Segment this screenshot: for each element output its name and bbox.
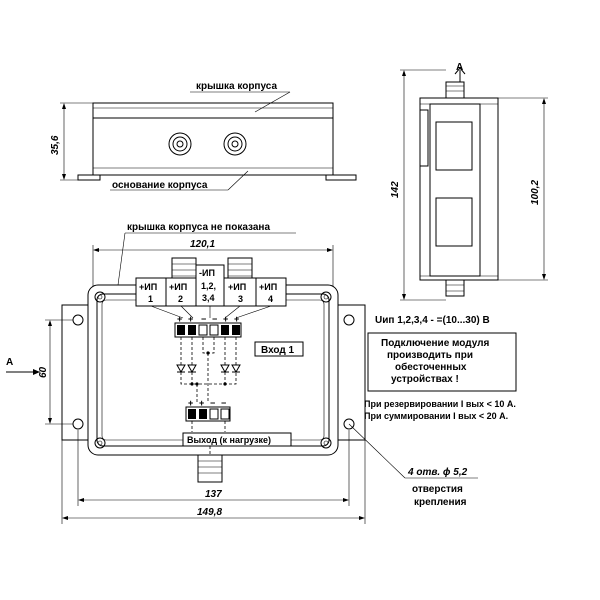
terminal-table: +ИП 1 +ИП 2 -ИП 1,2, 3,4 +ИП 3 +ИП 4 — [135, 264, 287, 319]
terminal-5-line2: 4 — [268, 294, 273, 304]
label-base: основание корпуса — [112, 180, 208, 191]
view-a-label: A — [456, 62, 463, 73]
voltage-note: Uип 1,2,3,4 - =(10...30) В — [375, 315, 490, 326]
svg-text:+: + — [188, 314, 193, 324]
view-a-front: A — [6, 357, 13, 368]
label-holes-note-2: крепления — [414, 497, 467, 508]
body-outer — [87, 284, 339, 456]
notes: Uип 1,2,3,4 - =(10...30) В Подключение м… — [364, 315, 517, 421]
dim-height-side: 35,6 — [50, 135, 61, 155]
terminal-1-line1: +ИП — [139, 282, 157, 292]
svg-text:−: − — [201, 314, 206, 324]
svg-text:+: + — [188, 398, 193, 408]
terminal-4-line2: 3 — [238, 294, 243, 304]
terminal-5-line1: +ИП — [259, 282, 277, 292]
svg-text:+: + — [177, 314, 182, 324]
terminal-2-line2: 2 — [178, 294, 183, 304]
terminal-2-line1: +ИП — [169, 282, 187, 292]
warning-line-4: устройствах ! — [391, 374, 459, 385]
svg-text:+: + — [223, 314, 228, 324]
label-input1: Вход 1 — [261, 345, 295, 356]
terminal-1-line2: 1 — [148, 294, 153, 304]
dim-height-right: 142 — [390, 181, 401, 198]
label-output: Выход (к нагрузке) — [187, 435, 271, 445]
gland-1 — [168, 132, 192, 156]
warning-line-1: Подключение модуля — [381, 338, 490, 349]
dim-height-front: 60 — [38, 366, 49, 378]
dim-width-total: 149,8 — [197, 507, 222, 518]
svg-text:−: − — [221, 398, 226, 408]
warning-box — [367, 332, 517, 392]
label-cover: крышка корпуса — [196, 81, 277, 92]
label-cover-not-shown: крышка корпуса не показана — [127, 222, 270, 233]
end-view: A 142 100,2 — [390, 62, 548, 301]
side-body — [92, 102, 334, 176]
dim-width-mid: 137 — [205, 489, 222, 500]
input-terminal-block: + + − − + + — [174, 314, 242, 338]
front-gland-bottom — [197, 454, 223, 483]
warning-line-2: производить при — [387, 350, 473, 361]
side-view: 35,6 крышка корпуса основание корпуса — [50, 81, 357, 191]
terminal-3-line1: -ИП — [199, 268, 215, 278]
output-terminal-block: + + − − — [185, 398, 231, 422]
dim-width-top: 120,1 — [190, 239, 215, 250]
gland-2 — [223, 132, 247, 156]
label-holes-note-1: отверстия — [412, 484, 463, 495]
terminal-3-line2: 1,2, — [201, 281, 216, 291]
svg-text:−: − — [212, 314, 217, 324]
terminal-4-line1: +ИП — [228, 282, 246, 292]
terminal-3-line3: 3,4 — [202, 293, 215, 303]
svg-text:+: + — [234, 314, 239, 324]
warning-line-3: обесточенных — [395, 361, 467, 373]
dim-height-right-inner: 100,2 — [530, 180, 541, 205]
svg-text:+: + — [199, 398, 204, 408]
label-holes: 4 отв. ϕ 5,2 — [407, 467, 468, 478]
svg-text:−: − — [210, 398, 215, 408]
sum-note: При суммировании I вых < 20 А. — [364, 411, 508, 421]
front-view: крышка корпуса не показана 120,1 — [6, 222, 478, 524]
reserve-note: При резервировании I вых < 10 А. — [364, 399, 516, 409]
